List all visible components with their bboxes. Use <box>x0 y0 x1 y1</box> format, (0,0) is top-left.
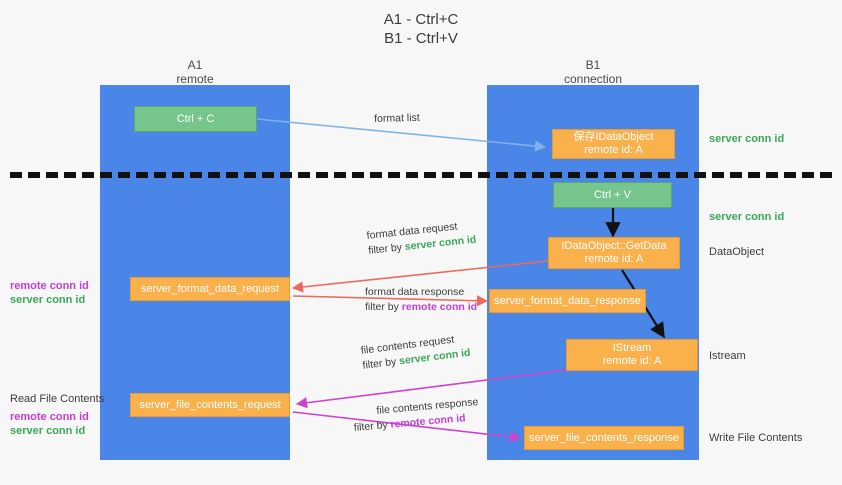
box-ctrl-v-label: Ctrl + V <box>594 188 631 201</box>
phase-divider <box>10 172 832 178</box>
arrow-format-data-response <box>292 295 489 307</box>
box-server-format-data-response-label: server_format_data_response <box>494 294 641 307</box>
edge-4-prefix: filter by <box>353 418 392 434</box>
edge-2-filter: remote conn id <box>401 301 478 313</box>
lane-b1-name: B1 <box>585 58 601 72</box>
note-server-conn-id-mid: server conn id <box>709 211 785 223</box>
box-server-file-contents-request[interactable]: server_file_contents_request <box>130 393 290 417</box>
note-server-conn-id-left-mid: server conn id <box>10 294 86 306</box>
lane-a1-name: A1 <box>187 58 203 72</box>
lane-header-a1: A1 remote <box>100 58 290 86</box>
edge-1-prefix: filter by <box>367 241 406 257</box>
box-getdata-line1: IDataObject::GetData <box>561 240 667 252</box>
box-istream-line2: remote id: A <box>602 355 662 367</box>
box-server-format-data-request-label: server_format_data_request <box>140 282 280 295</box>
lane-a1-sub: remote <box>176 72 214 86</box>
edge-label-format-list: format list <box>374 111 420 127</box>
note-conn-ids-low: remote conn id server conn id <box>10 410 89 438</box>
note-dataobject: DataObject <box>709 246 765 258</box>
lane-header-b1: B1 connection <box>487 58 699 86</box>
box-save-idataobject[interactable]: 保存IDataObject remote id: A <box>552 129 675 159</box>
edge-3-prefix: filter by <box>361 355 400 372</box>
note-remote-conn-id-mid: remote conn id <box>10 280 89 292</box>
arrow-format-data-request <box>291 260 549 293</box>
box-getdata[interactable]: IDataObject::GetData remote id: A <box>548 237 680 269</box>
arrow-format-list <box>256 118 547 152</box>
note-conn-ids-mid: remote conn id server conn id <box>10 279 89 307</box>
box-getdata-line2: remote id: A <box>584 253 644 265</box>
note-remote-conn-id-low: remote conn id <box>10 411 89 423</box>
arrow-file-contents-request <box>295 369 567 409</box>
arrow-file-contents-response <box>292 411 522 443</box>
edge-label-format-data-response-filter: filter by remote conn id <box>365 300 477 315</box>
note-read-file-contents: Read File Contents <box>10 393 105 405</box>
box-save-idataobject-line2: remote id: A <box>584 144 643 156</box>
box-ctrl-v[interactable]: Ctrl + V <box>553 182 672 208</box>
box-server-format-data-response[interactable]: server_format_data_response <box>489 289 646 313</box>
title-line-1: A1 - Ctrl+C <box>383 11 459 28</box>
box-save-idataobject-line1: 保存IDataObject <box>573 131 654 143</box>
note-write-file-contents: Write File Contents <box>709 432 803 444</box>
box-server-file-contents-request-label: server_file_contents_request <box>139 398 281 411</box>
box-istream[interactable]: IStream remote id: A <box>566 339 698 371</box>
note-istream: Istream <box>709 350 746 362</box>
lane-b1-sub: connection <box>563 72 623 86</box>
note-server-conn-id-left-low: server conn id <box>10 425 86 437</box>
box-ctrl-c-label: Ctrl + C <box>176 112 215 125</box>
box-ctrl-c[interactable]: Ctrl + C <box>134 106 257 132</box>
page-title: A1 - Ctrl+C B1 - Ctrl+V <box>0 10 842 48</box>
box-istream-line1: IStream <box>612 342 652 354</box>
edge-label-format-data-response: format data response filter by remote co… <box>365 285 477 315</box>
title-line-2: B1 - Ctrl+V <box>384 30 458 47</box>
edge-label-format-data-response-text: format data response <box>365 286 465 298</box>
edge-2-prefix: filter by <box>365 301 402 313</box>
box-server-format-data-request[interactable]: server_format_data_request <box>130 277 290 301</box>
note-server-conn-id-top: server conn id <box>709 133 785 145</box>
box-server-file-contents-response[interactable]: server_file_contents_response <box>524 426 684 450</box>
edge-label-format-list-text: format list <box>374 111 420 125</box>
box-server-file-contents-response-label: server_file_contents_response <box>529 431 679 444</box>
